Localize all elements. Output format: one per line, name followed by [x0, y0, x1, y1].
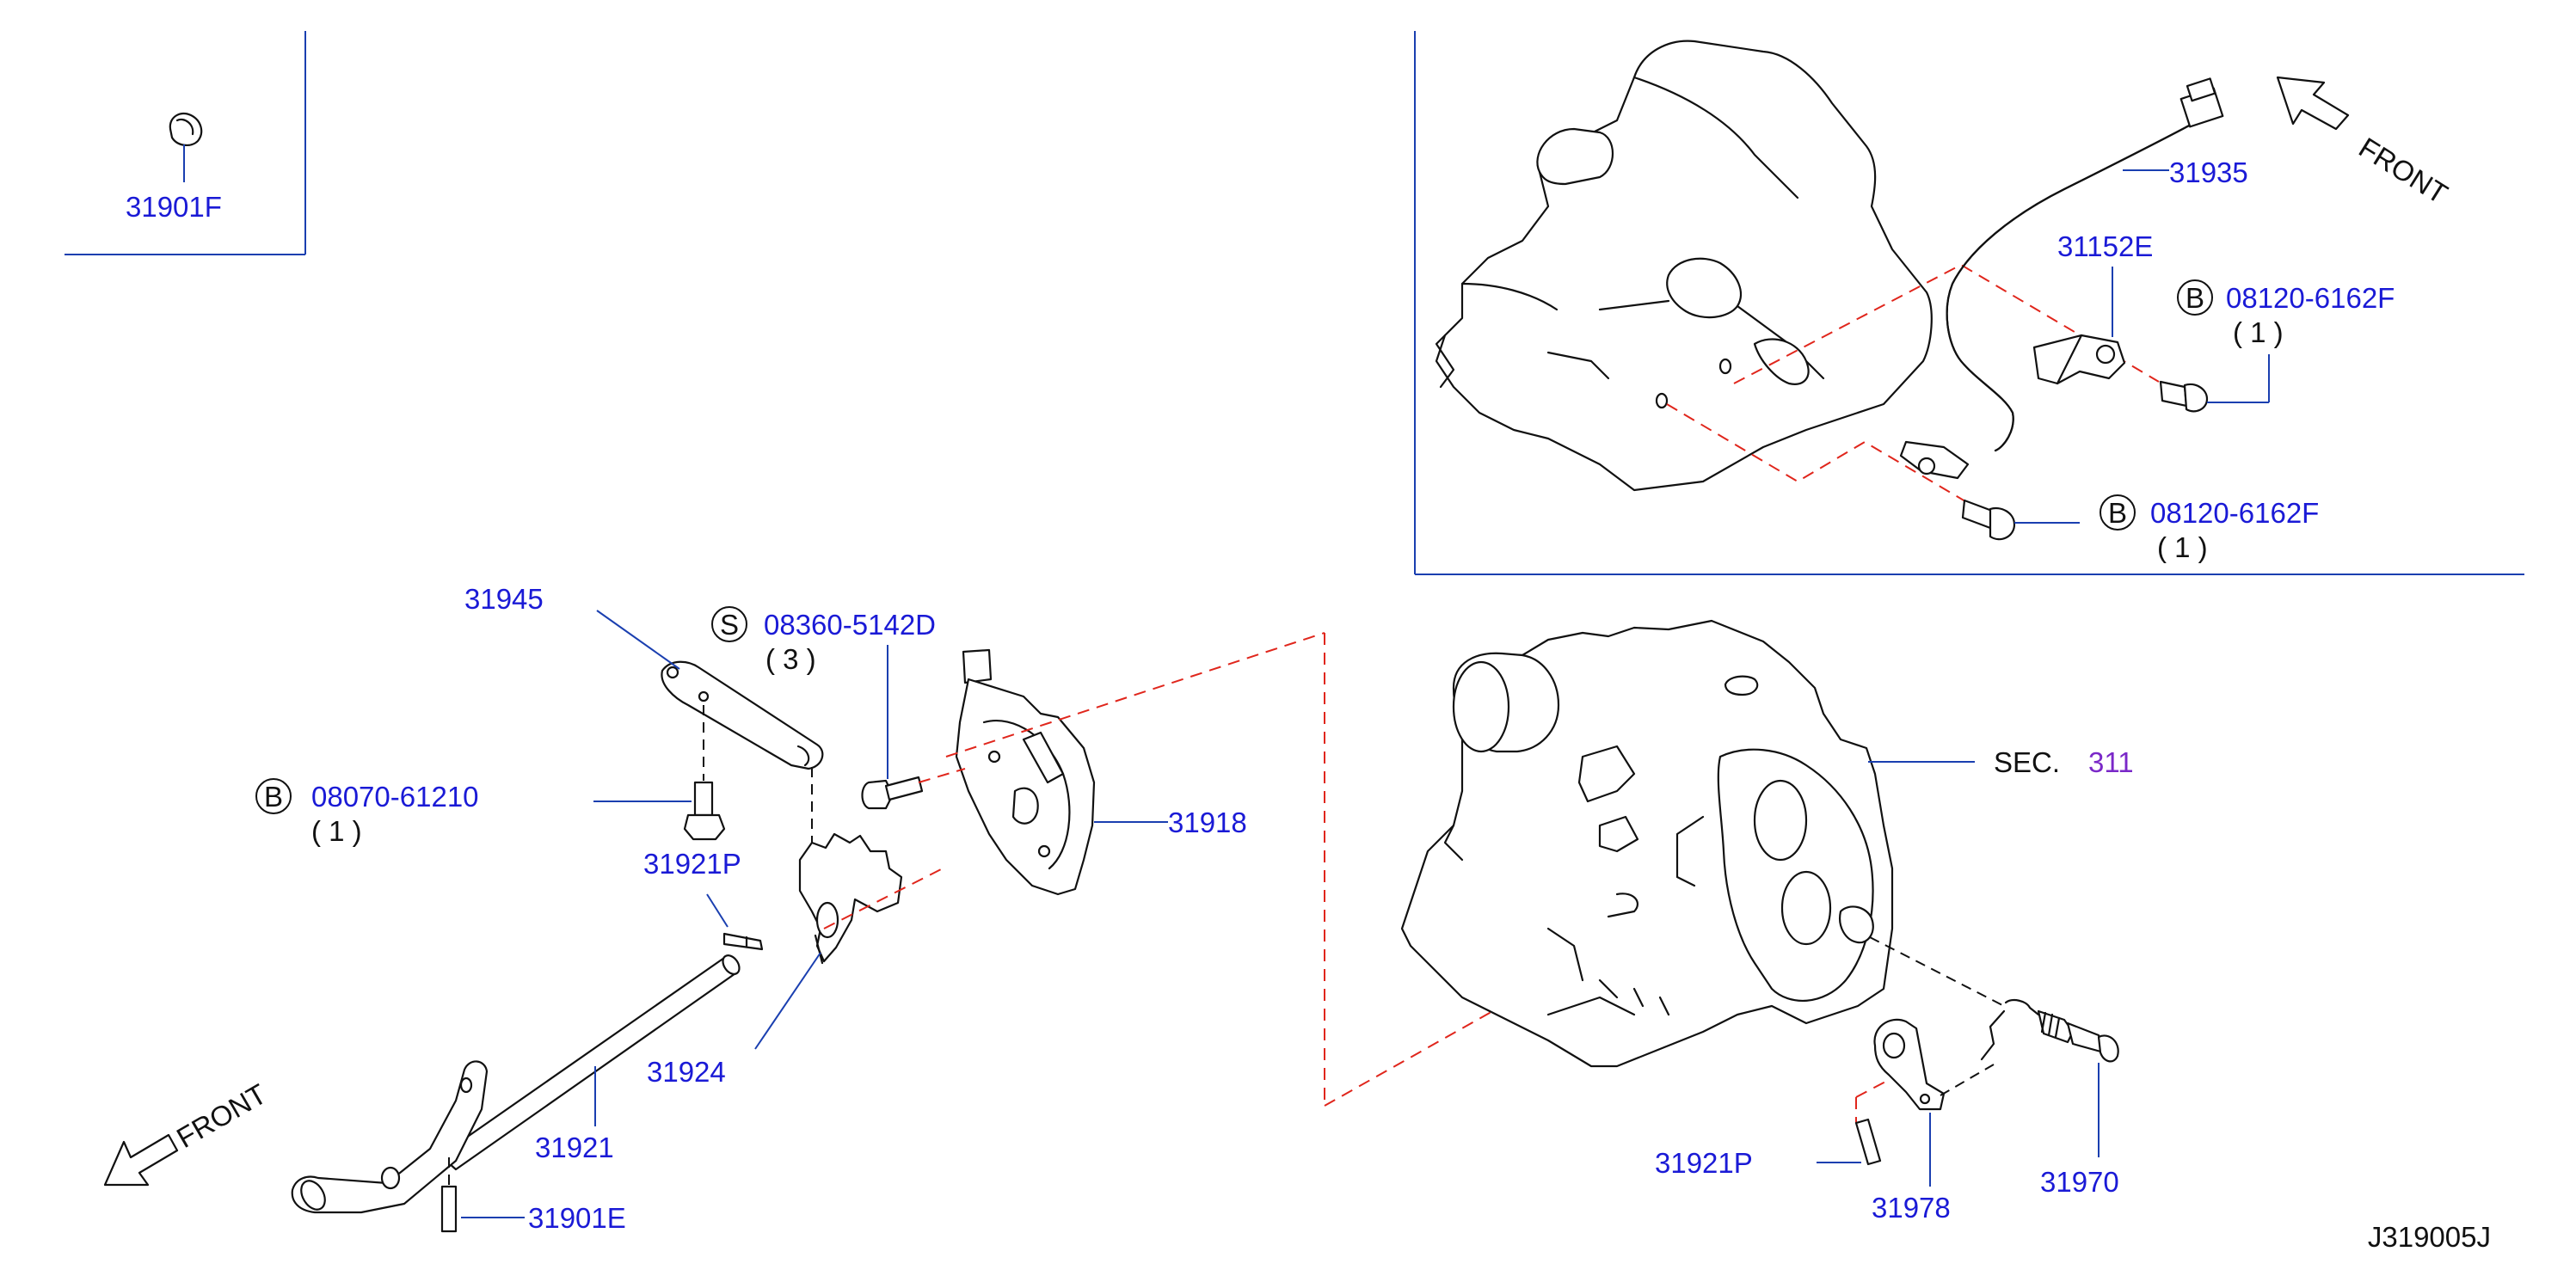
part-label-31945[interactable]: 31945	[464, 583, 544, 615]
switch-31918-drawing	[955, 648, 1168, 896]
front-arrow-top: FRONT	[2276, 76, 2453, 211]
part-label-31921P-b[interactable]: 31921P	[1655, 1147, 1753, 1179]
part-label-31978[interactable]: 31978	[1872, 1192, 1951, 1224]
pin-31901E-drawing	[440, 1157, 525, 1233]
pin-31921P-right-drawing	[1817, 1079, 1890, 1166]
part-label-s-code[interactable]: 08360-5142D	[764, 609, 936, 641]
svg-text:FRONT: FRONT	[2353, 132, 2453, 211]
part-label-b2-code[interactable]: 08120-6162F	[2150, 497, 2319, 529]
inset-frame-topleft	[65, 31, 306, 255]
svg-text:FRONT: FRONT	[171, 1077, 272, 1154]
clip-31901F-drawing	[169, 112, 203, 182]
diagram-id: J319005J	[2368, 1221, 2491, 1253]
part-label-31901F[interactable]: 31901F	[126, 191, 222, 223]
part-label-31918[interactable]: 31918	[1168, 807, 1247, 838]
svg-text:B: B	[2186, 282, 2204, 314]
inset-frame-topright	[1414, 31, 2524, 575]
front-arrow-bottom: FRONT	[103, 1077, 272, 1187]
pin-31921P-left-drawing	[706, 893, 764, 951]
part-label-31921[interactable]: 31921	[535, 1132, 614, 1163]
badge-B-left: B	[255, 778, 292, 814]
section-ref-311[interactable]: 311	[2088, 746, 2134, 778]
svg-text:S: S	[720, 609, 739, 641]
part-label-b3-code[interactable]: 08070-61210	[311, 781, 479, 813]
badge-S: S	[711, 606, 747, 642]
part-label-31152E[interactable]: 31152E	[2057, 230, 2153, 262]
bracket-31152E-drawing	[2032, 267, 2126, 385]
badge-B-upper: B	[2177, 279, 2213, 316]
part-label-31970[interactable]: 31970	[2040, 1166, 2119, 1198]
transmission-case-main-drawing	[1400, 619, 1975, 1068]
part-label-31935[interactable]: 31935	[2169, 156, 2248, 188]
bracket-31945-drawing	[596, 610, 824, 855]
sensor-wire-31935-drawing	[1899, 77, 2224, 480]
bolt-B-left-drawing	[593, 781, 726, 841]
qty-b3: ( 1 )	[311, 815, 362, 847]
section-ref-prefix: SEC.	[1994, 746, 2060, 778]
transmission-case-upper-drawing	[1435, 40, 1933, 492]
badge-B-lower: B	[2100, 494, 2136, 531]
qty-s: ( 3 )	[765, 643, 816, 675]
part-label-31901E[interactable]: 31901E	[528, 1202, 626, 1234]
svg-text:B: B	[2108, 497, 2127, 529]
part-label-31921P-a[interactable]: 31921P	[643, 848, 741, 880]
svg-text:B: B	[264, 781, 283, 813]
red-reference-lines-top	[1666, 263, 2160, 505]
shaft-31921-drawing	[291, 954, 741, 1214]
speed-sensor-31970-drawing	[1869, 936, 2119, 1157]
part-label-b1-code[interactable]: 08120-6162F	[2226, 282, 2395, 314]
detent-plate-31924-drawing	[754, 832, 903, 1050]
bolt-B-lower-drawing	[1961, 499, 2080, 541]
part-label-31924[interactable]: 31924	[647, 1056, 726, 1088]
bolt-B-upper-drawing	[2159, 354, 2270, 413]
qty-b1: ( 1 )	[2233, 316, 2284, 348]
bolt-S-drawing	[861, 645, 924, 810]
qty-b2: ( 1 )	[2157, 531, 2208, 563]
bracket-31978-drawing	[1873, 1018, 1946, 1187]
